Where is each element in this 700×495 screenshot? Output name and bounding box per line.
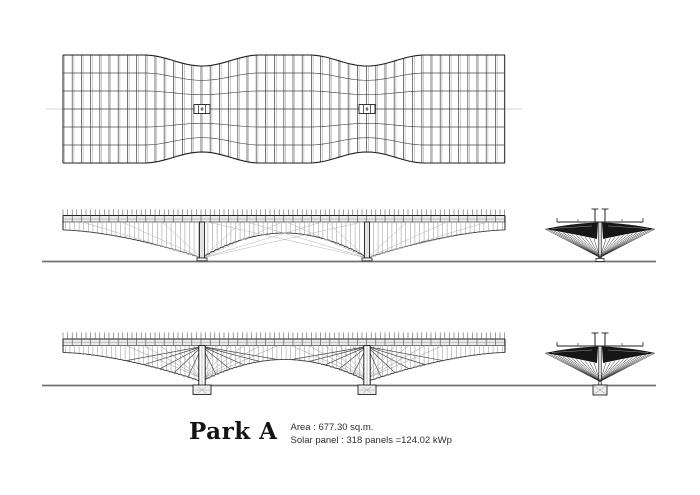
spec-lines: Area : 677.30 sq.m. Solar panel : 318 pa… — [291, 422, 452, 447]
section-view-membrane — [544, 208, 656, 262]
section-view-structure — [544, 332, 656, 396]
area-spec: Area : 677.30 sq.m. — [290, 422, 374, 433]
plan-view — [46, 54, 522, 164]
elevation-view-membrane — [62, 209, 506, 262]
ground-lines — [42, 260, 656, 387]
caption-block: Park A Area : 677.30 sq.m. Solar panel :… — [189, 419, 452, 447]
park-title: Park A — [189, 418, 278, 445]
elevation-view-structure — [62, 332, 506, 395]
solar-spec: Solar panel : 318 panels =124.02 kWp — [290, 434, 452, 446]
